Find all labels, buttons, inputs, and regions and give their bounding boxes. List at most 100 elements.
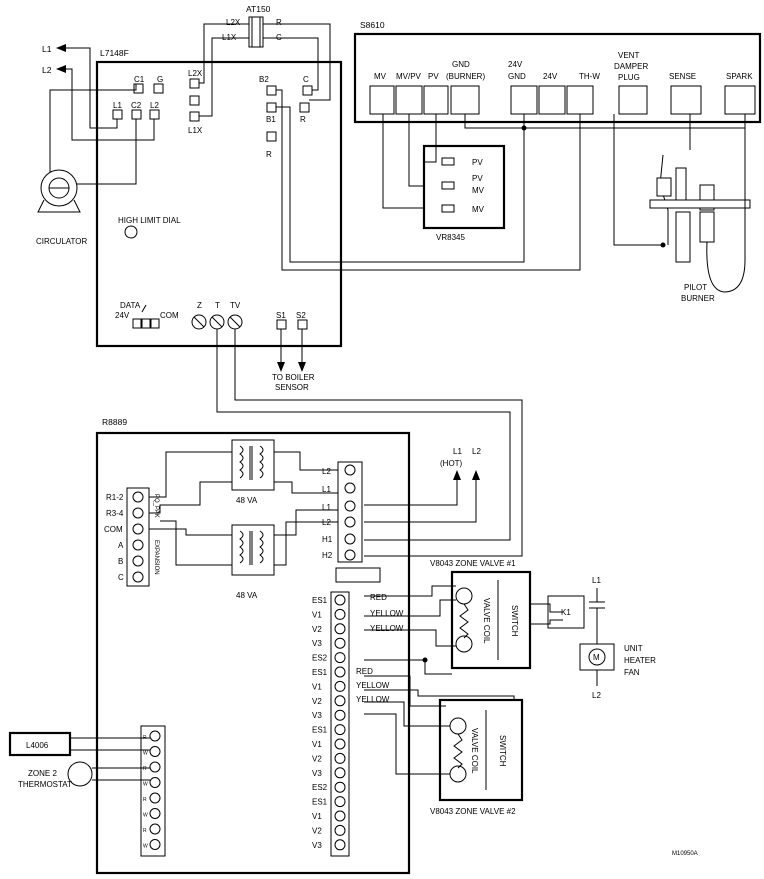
svg-text:24V: 24V [543, 72, 558, 81]
zone-terminal-label: ES1 [312, 668, 328, 677]
circulator-label: CIRCULATOR [36, 237, 87, 246]
svg-text:G: G [157, 75, 163, 84]
zone-terminal-screw [334, 767, 346, 779]
high-limit-label: HIGH LIMIT DIAL [118, 216, 181, 225]
svg-text:L2: L2 [472, 447, 481, 456]
svg-text:COM: COM [160, 311, 179, 320]
zone-terminal-label: ES1 [312, 596, 328, 605]
svg-text:C1: C1 [134, 75, 145, 84]
s8610-module: S8610 MV MV/PV PV GND (BURNER) 24V GND 2… [353, 20, 762, 124]
zone2-thermostat: ZONE 2 THERMOSTAT [18, 761, 150, 789]
svg-text:L1: L1 [322, 503, 331, 512]
svg-text:L2: L2 [322, 518, 331, 527]
zone-terminal-screw [334, 623, 346, 635]
svg-text:THERMOSTAT: THERMOSTAT [18, 780, 72, 789]
svg-text:S1: S1 [276, 311, 286, 320]
svg-text:GND: GND [452, 60, 470, 69]
vr8345-label: VR8345 [436, 233, 465, 242]
svg-text:VENT: VENT [618, 51, 639, 60]
svg-text:M: M [593, 653, 600, 662]
zone-terminal-label: V1 [312, 610, 322, 619]
zone-terminal-label: V2 [312, 826, 322, 835]
svg-text:R1-2: R1-2 [106, 493, 124, 502]
zone-terminal-label: V2 [312, 697, 322, 706]
r8889-line-inputs: L1 (HOT) L2 [364, 447, 481, 523]
boiler-sensor-leads: TO BOILER SENSOR [272, 329, 315, 392]
svg-text:TO BOILER: TO BOILER [272, 373, 315, 382]
zone-valve-2: VALVE COIL SWITCH V8043 ZONE VALVE #2 RE… [356, 657, 524, 816]
k1-relay: K1 L1 M L2 UNIT HEATER FAN [547, 576, 656, 700]
thermostat-terminal-screw [149, 777, 161, 788]
zone-terminal-screw [334, 652, 346, 664]
svg-text:C: C [303, 75, 309, 84]
thermostat-terminal-screw [149, 823, 161, 835]
zone-terminal-label: V1 [312, 682, 322, 691]
svg-text:A: A [118, 541, 124, 550]
svg-text:B: B [118, 557, 123, 566]
svg-text:UNIT: UNIT [624, 644, 643, 653]
svg-text:PV: PV [472, 158, 483, 167]
zone-terminal-screw [334, 695, 346, 707]
svg-text:L1: L1 [453, 447, 462, 456]
svg-text:PV: PV [472, 174, 483, 183]
zone-terminal-screw [334, 752, 346, 764]
thermostat-terminal-screw [149, 746, 161, 757]
svg-text:L2X: L2X [188, 69, 203, 78]
zone-terminal-screw [334, 594, 346, 606]
circulator: CIRCULATOR [36, 84, 137, 246]
svg-text:R: R [266, 150, 272, 159]
svg-text:SWITCH: SWITCH [510, 605, 519, 637]
svg-text:B1: B1 [266, 115, 276, 124]
thermostat-terminal-screw [149, 730, 161, 742]
zone-terminal-label: ES1 [312, 798, 328, 807]
l4006-control: L4006 [8, 731, 150, 757]
svg-text:VALVE COIL: VALVE COIL [470, 728, 479, 774]
r8889-label: R8889 [102, 417, 127, 427]
control-wiring [276, 89, 745, 271]
zone-terminal-label: V2 [312, 625, 322, 634]
zone-terminal-screw [334, 796, 346, 808]
svg-text:FAN: FAN [624, 668, 640, 677]
zone-valve-1: V8043 ZONE VALVE #1 VALVE COIL SWITCH RE… [364, 559, 563, 675]
thermostat-terminal-screw [149, 839, 161, 850]
l7148f-label: L7148F [100, 48, 129, 58]
zone-terminal-screw [334, 680, 346, 692]
thermostat-terminal-label: R [143, 828, 147, 834]
svg-text:L2: L2 [150, 101, 159, 110]
at150-r: R [276, 18, 282, 27]
tt-wiring [216, 329, 523, 557]
svg-text:YELLOW: YELLOW [370, 624, 404, 633]
svg-text:PILOT: PILOT [684, 283, 707, 292]
l7148f-module: L7148F C1 G L1 C2 L2 L2X L1X B2 B1 R C R… [95, 48, 343, 348]
line-voltage-inputs: L1 L2 [42, 44, 155, 141]
svg-text:L2: L2 [592, 691, 601, 700]
svg-text:SPARK: SPARK [726, 72, 753, 81]
at150-transformer: AT150 L2X L1X R C [222, 4, 282, 48]
zone-terminal-label: V3 [312, 711, 322, 720]
svg-text:YELLOW: YELLOW [356, 695, 390, 704]
zone-terminal-screw [334, 810, 346, 822]
zone-terminal-label: ES1 [312, 726, 328, 735]
svg-text:ZONE 2: ZONE 2 [28, 769, 57, 778]
high-limit-dial[interactable] [124, 225, 138, 239]
svg-text:L1: L1 [113, 101, 122, 110]
svg-text:L4006: L4006 [26, 741, 49, 750]
svg-text:COM: COM [104, 525, 123, 534]
zone-terminal-label: V2 [312, 754, 322, 763]
svg-text:GND: GND [508, 72, 526, 81]
svg-text:K1: K1 [561, 608, 571, 617]
svg-text:VALVE COIL: VALVE COIL [482, 598, 491, 644]
svg-text:PQ_PAK: PQ_PAK [153, 494, 159, 518]
svg-text:MV/PV: MV/PV [396, 72, 422, 81]
svg-text:B2: B2 [259, 75, 269, 84]
thermostat-terminal-label: R [143, 766, 147, 772]
svg-text:(BURNER): (BURNER) [446, 72, 485, 81]
svg-text:C: C [118, 573, 124, 582]
svg-text:SENSE: SENSE [669, 72, 696, 81]
zone-terminal-screw [334, 824, 346, 836]
zone-terminal-screw [334, 738, 346, 750]
zone-terminal-screw [334, 608, 346, 620]
pilot-burner: PILOT BURNER [649, 114, 751, 303]
